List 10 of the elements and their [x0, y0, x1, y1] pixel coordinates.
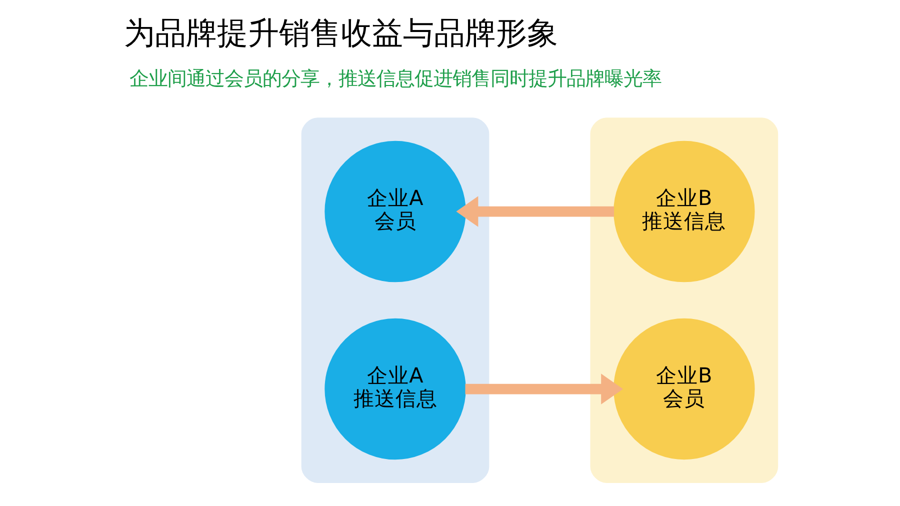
- arrow: [456, 196, 614, 227]
- node-circle: 企业A 会员: [324, 140, 466, 282]
- arrow: [465, 374, 624, 404]
- cluster: [590, 118, 778, 483]
- node-circle: 企业B 会员: [614, 318, 755, 460]
- label: 企业间通过会员的分享，推送信息促进销售同时提升品牌曝光率: [129, 67, 662, 90]
- cluster: [301, 118, 490, 483]
- node-circle: 企业A 推送信息: [324, 318, 466, 460]
- diagram-title: 为品牌提升销售收益与品牌形象: [124, 15, 558, 52]
- node-circle: 企业B 推送信息: [614, 140, 755, 282]
